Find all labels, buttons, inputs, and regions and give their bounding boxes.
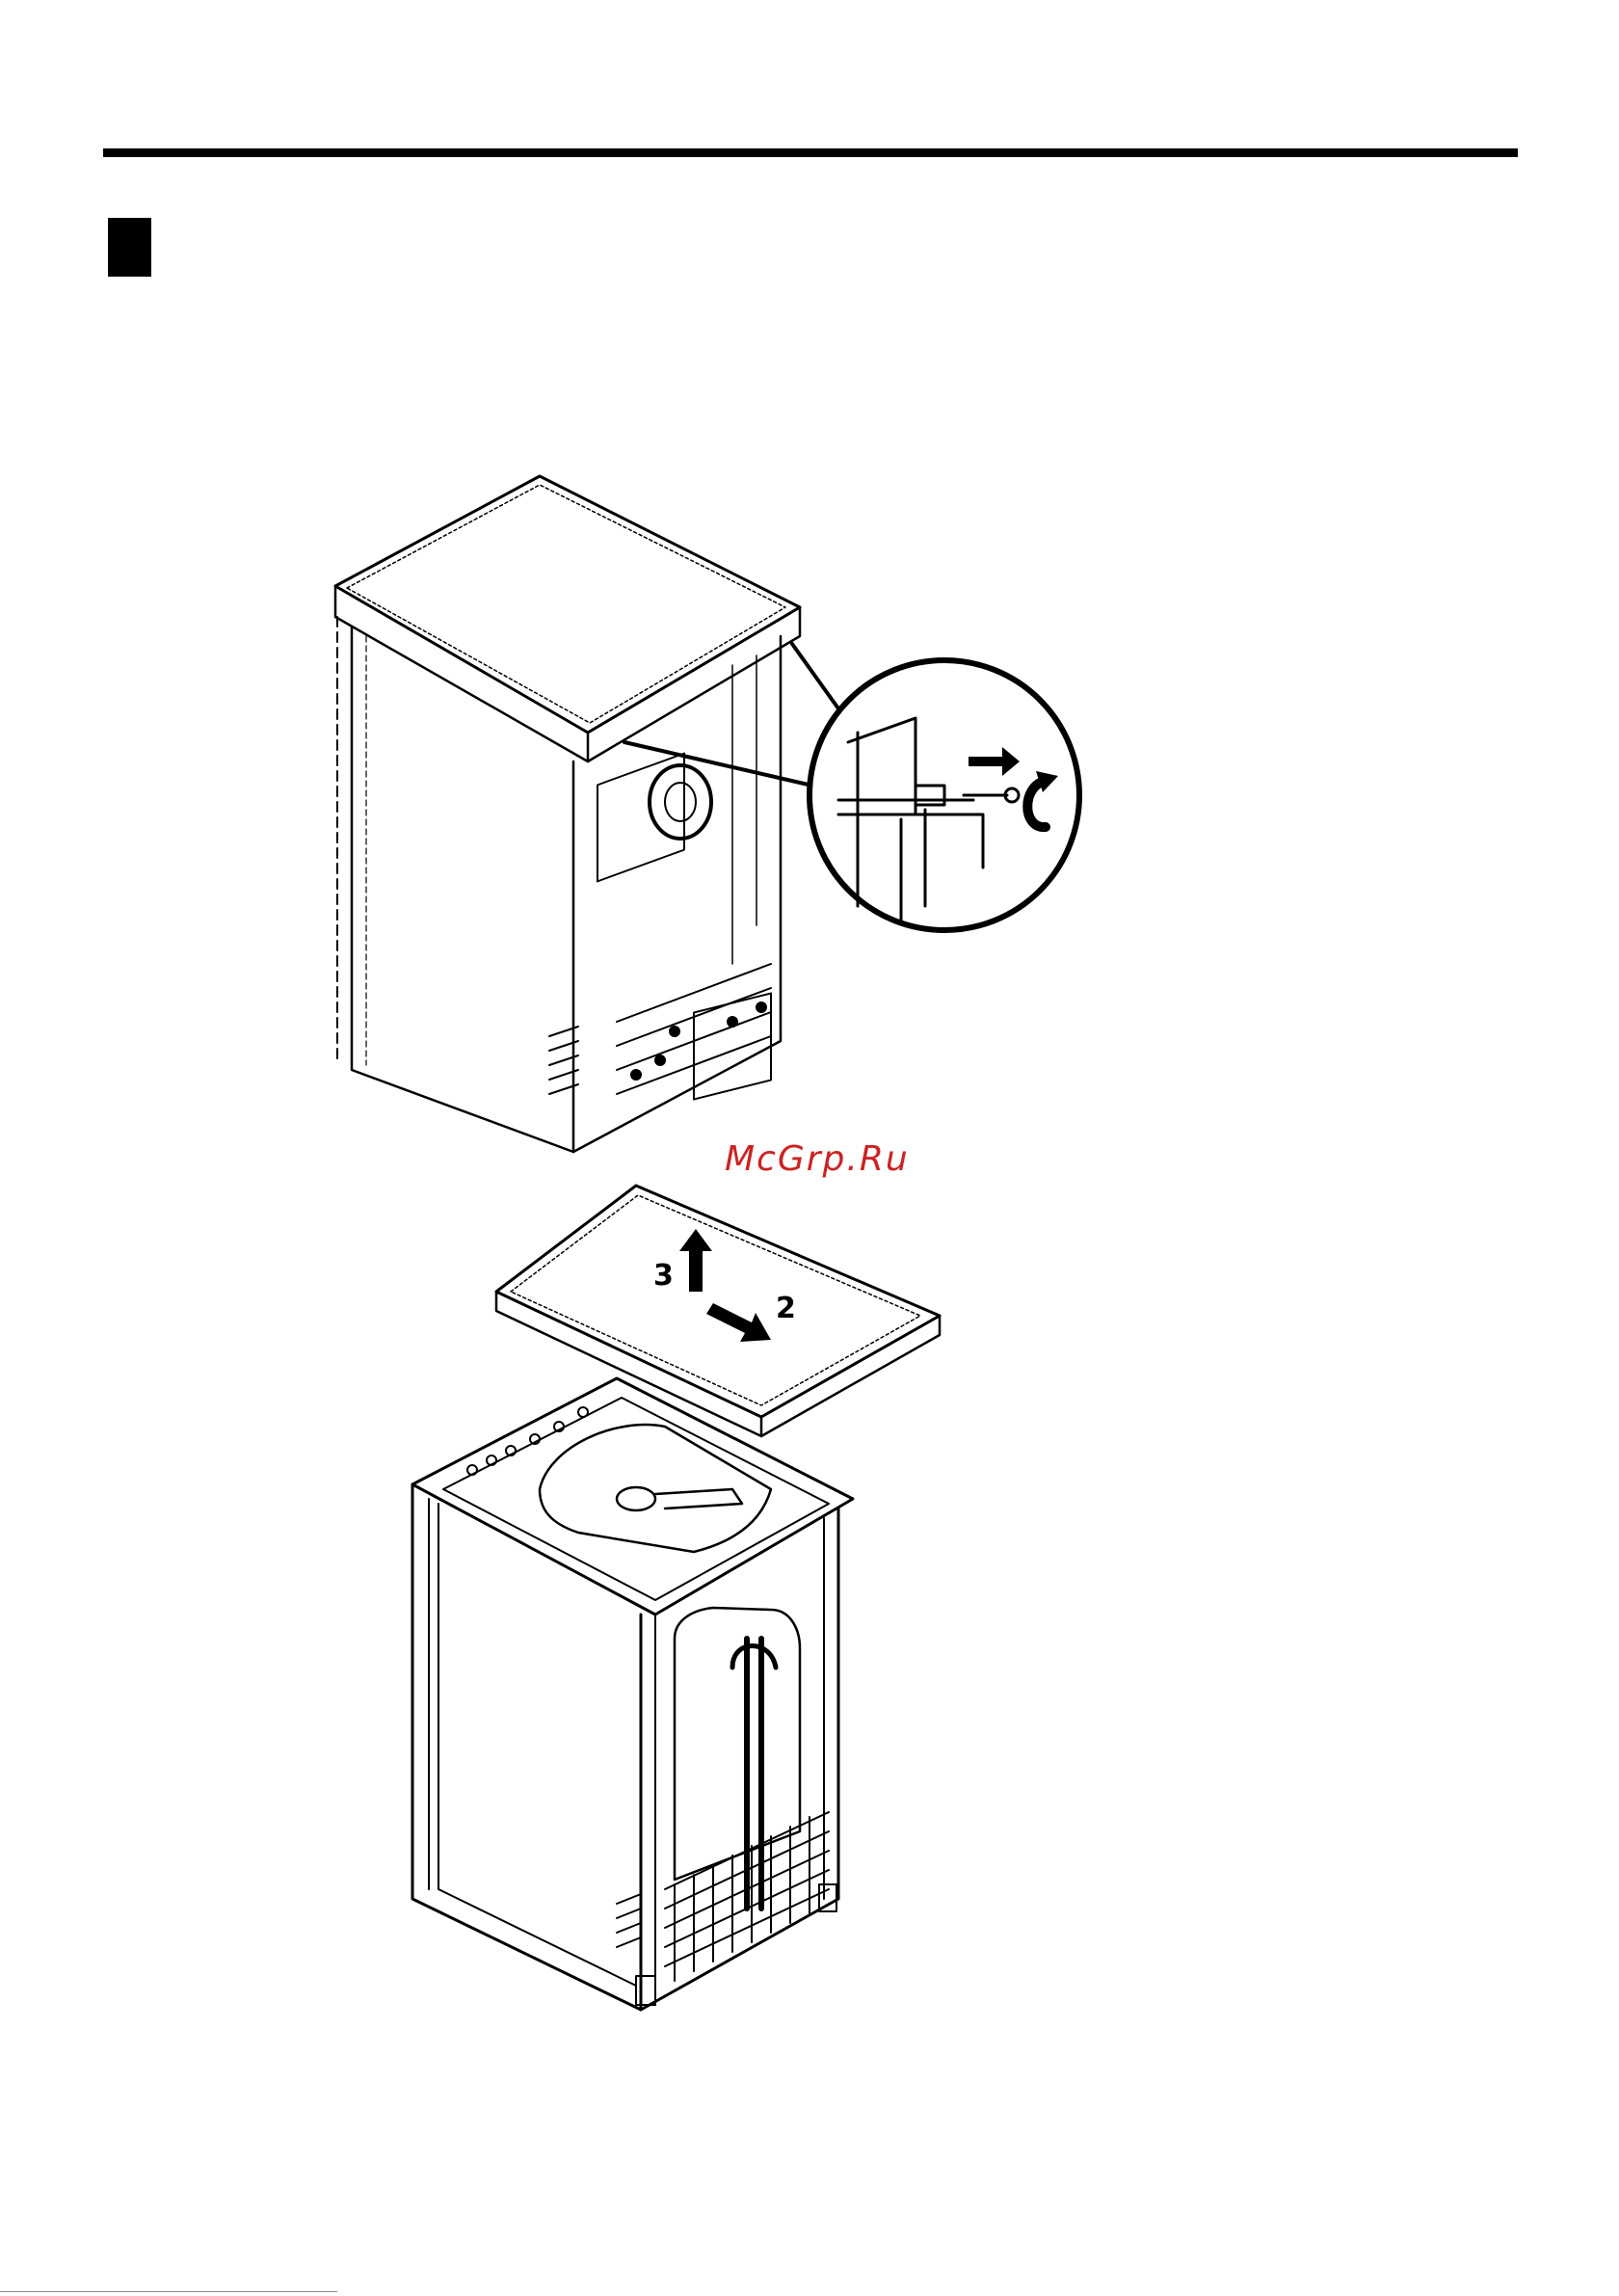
dishwasher-with-worktop	[335, 476, 1079, 1152]
step-label-3: 3	[653, 1259, 674, 1293]
dishwasher-without-worktop	[412, 1378, 853, 2010]
footer-rule	[0, 2291, 337, 2292]
worktop-panel-removed	[496, 1186, 940, 1436]
watermark: McGrp.Ru	[725, 1139, 910, 1179]
step-label-2: 2	[776, 1292, 796, 1325]
